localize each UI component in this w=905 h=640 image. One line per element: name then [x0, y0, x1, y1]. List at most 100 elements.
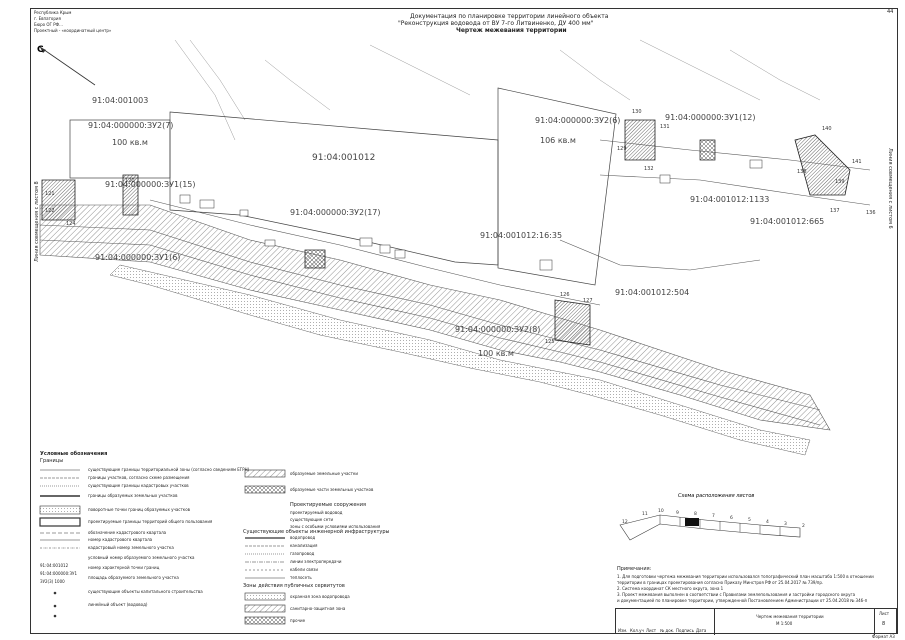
stamp-divider — [714, 609, 715, 635]
legend-item: образуемые части земельных участков — [290, 487, 374, 492]
legend-code: 91:04:001012 — [40, 563, 69, 568]
legend-item: проектируемые границы территорий общего … — [88, 519, 213, 524]
point-number: 141 — [852, 159, 862, 165]
hatched-parcels — [41, 119, 851, 346]
legend-item: кабели связи — [290, 567, 318, 572]
stamp-col-label: Лист — [646, 628, 657, 633]
legend-item: существующие границы кадастровых участко… — [88, 483, 189, 488]
inset-sheet-number: 5 — [748, 517, 751, 523]
point-number: 121 — [45, 191, 55, 197]
legend-item: кадастровый номер земельного участка — [88, 545, 174, 550]
parcel-label: 91:04:001003 — [92, 96, 148, 105]
notes-heading: Примечания: — [617, 566, 652, 572]
legend-item: газопровод — [290, 551, 315, 556]
legend-item: номер характерной точки границ — [88, 565, 160, 570]
legend-zone-heading: Зоны действия публичных сервитутов — [243, 583, 345, 589]
org-line-1: Республика Крым — [34, 10, 72, 15]
title-line-2: "Реконструкция водовода от ВУ 7-го Литви… — [398, 20, 594, 27]
inset-sheet-number: 6 — [730, 515, 733, 521]
point-number: 122 — [45, 208, 55, 214]
inset-sheet-number: 11 — [642, 511, 648, 517]
stamp-col-label: № док. — [660, 628, 675, 633]
title-block: Изм. Кол.уч Лист № док. Подпись Дата Чер… — [615, 608, 897, 635]
inset-sheet-number: 7 — [712, 513, 715, 519]
inset-sheet-number: 12 — [622, 519, 628, 525]
legend-item: зоны с особыми условиями использования — [290, 524, 381, 529]
legend-mid-heading: Проектируемые сооружения — [290, 502, 366, 508]
point-number: 127 — [583, 298, 593, 304]
upper-road-lines — [174, 39, 821, 141]
legend-item: проектируемый водовод — [290, 510, 343, 515]
corridor-band — [39, 204, 831, 456]
point-number: 129 — [617, 146, 627, 152]
legend-item: линейный объект (водовод) — [88, 602, 148, 607]
north-label: С — [37, 45, 44, 55]
legend-item: границы участков, согласно схеме размеще… — [88, 475, 190, 480]
buildings — [179, 159, 763, 271]
parcel-label: 91:04:000000:ЗУ2(8) — [455, 325, 540, 334]
point-number: 124 — [66, 221, 76, 227]
note-line: и документацией по планировке территории… — [617, 598, 868, 603]
legend-item: образуемые земельные участки — [290, 471, 358, 476]
legend-item: прочие — [290, 618, 306, 623]
inset-sheet-number: 4 — [766, 519, 769, 525]
legend-item: существующие сети — [290, 517, 334, 522]
parcel-label: 91:04:000000:ЗУ1(15) — [105, 180, 196, 189]
parcel-label: 91:04:000000:ЗУ2(6) — [535, 116, 620, 125]
org-line-2: г. Евпатория — [34, 16, 61, 21]
parcel-label: 91:04:000000:ЗУ2(7) — [88, 121, 173, 130]
legend-heading: Условные обозначения — [40, 451, 108, 457]
legend-item: охранная зона водопровода — [290, 594, 350, 599]
note-line: территории в границах проектирования сог… — [617, 580, 824, 585]
org-line-4: Проектный - «координатный центр» — [34, 28, 112, 33]
legend-code: 91:04:000000:ЗУ1 — [40, 571, 78, 576]
point-number: 132 — [644, 166, 654, 172]
parcel-label: 91:04:001012:16:35 — [480, 231, 562, 240]
legend-infra-heading: Существующие объекты инженерной инфрастр… — [243, 529, 390, 535]
side-label-left: Линия совмещения с листом 8 — [34, 181, 40, 262]
inset-sheet-number: 3 — [784, 521, 787, 527]
legend-item: поворотные точки границ образуемых участ… — [88, 507, 191, 512]
format-label: Формат А3 — [872, 634, 895, 639]
inset-sheet-number: 10 — [658, 508, 664, 514]
parcel-label: 100 кв.м — [112, 138, 148, 147]
legend-item: условный номер образуемого земельного уч… — [88, 555, 195, 560]
stamp-sheet-value: 8 — [882, 621, 886, 627]
point-number: 139 — [835, 179, 845, 185]
legend-code: ЗУ2(3) 1000 — [40, 579, 65, 584]
stamp-scale: М 1:500 — [776, 621, 793, 626]
point-number: 131 — [660, 124, 670, 130]
legend-item: площадь образуемого земельного участка — [88, 575, 179, 580]
point-number: 136 — [866, 210, 876, 216]
legend-item: существующие границы территориальной зон… — [88, 467, 250, 472]
inset-scheme: Схема расположения листов 12 11 10 9 8 7… — [619, 493, 805, 541]
point-number: 130 — [632, 109, 642, 115]
stamp-divider — [874, 609, 875, 635]
inset-sheet-number: 9 — [676, 510, 679, 516]
parcel-label: 91:04:000000:ЗУ1(12) — [665, 113, 756, 122]
org-line-3: Бюро ОГ РФ... — [34, 22, 63, 27]
point-numbers: 121 122 124 120 126 127 125 129 130 131 … — [45, 109, 876, 345]
note-line: 1. Для подготовки чертежа межевания терр… — [617, 574, 874, 579]
parcel-label: 91:04:001012 — [312, 153, 375, 163]
parcel-label: 91:04:001012:504 — [615, 288, 689, 297]
legend-item: теплосеть — [290, 575, 312, 580]
legend-subheading: Границы — [40, 458, 64, 464]
page-number: 44 — [887, 9, 894, 15]
parcel-label: 91:04:001012:665 — [750, 217, 824, 226]
stamp-col-label: Изм. — [618, 628, 628, 633]
legend-item: номер кадастрового квартала — [88, 537, 153, 542]
parcel-label: 100 кв.м — [478, 349, 514, 358]
inset-title: Схема расположения листов — [678, 493, 754, 499]
stamp-sheet-label: Лист — [879, 611, 890, 616]
parcel-label: 106 кв.м — [540, 136, 576, 145]
legend-item: обозначение кадастрового квартала — [88, 530, 167, 535]
north-arrow: С — [37, 45, 96, 86]
stamp-col-label: Кол.уч — [630, 628, 644, 633]
title-line-3: Чертеж межевания территории — [456, 27, 567, 34]
stamp-col-label: Подпись — [676, 628, 694, 633]
parcel-labels: 91:04:001003 91:04:000000:ЗУ2(7) 100 кв.… — [88, 96, 824, 358]
side-label-right: Линия совмещения с листом 6 — [887, 148, 893, 229]
legend-symbols — [39, 469, 286, 625]
